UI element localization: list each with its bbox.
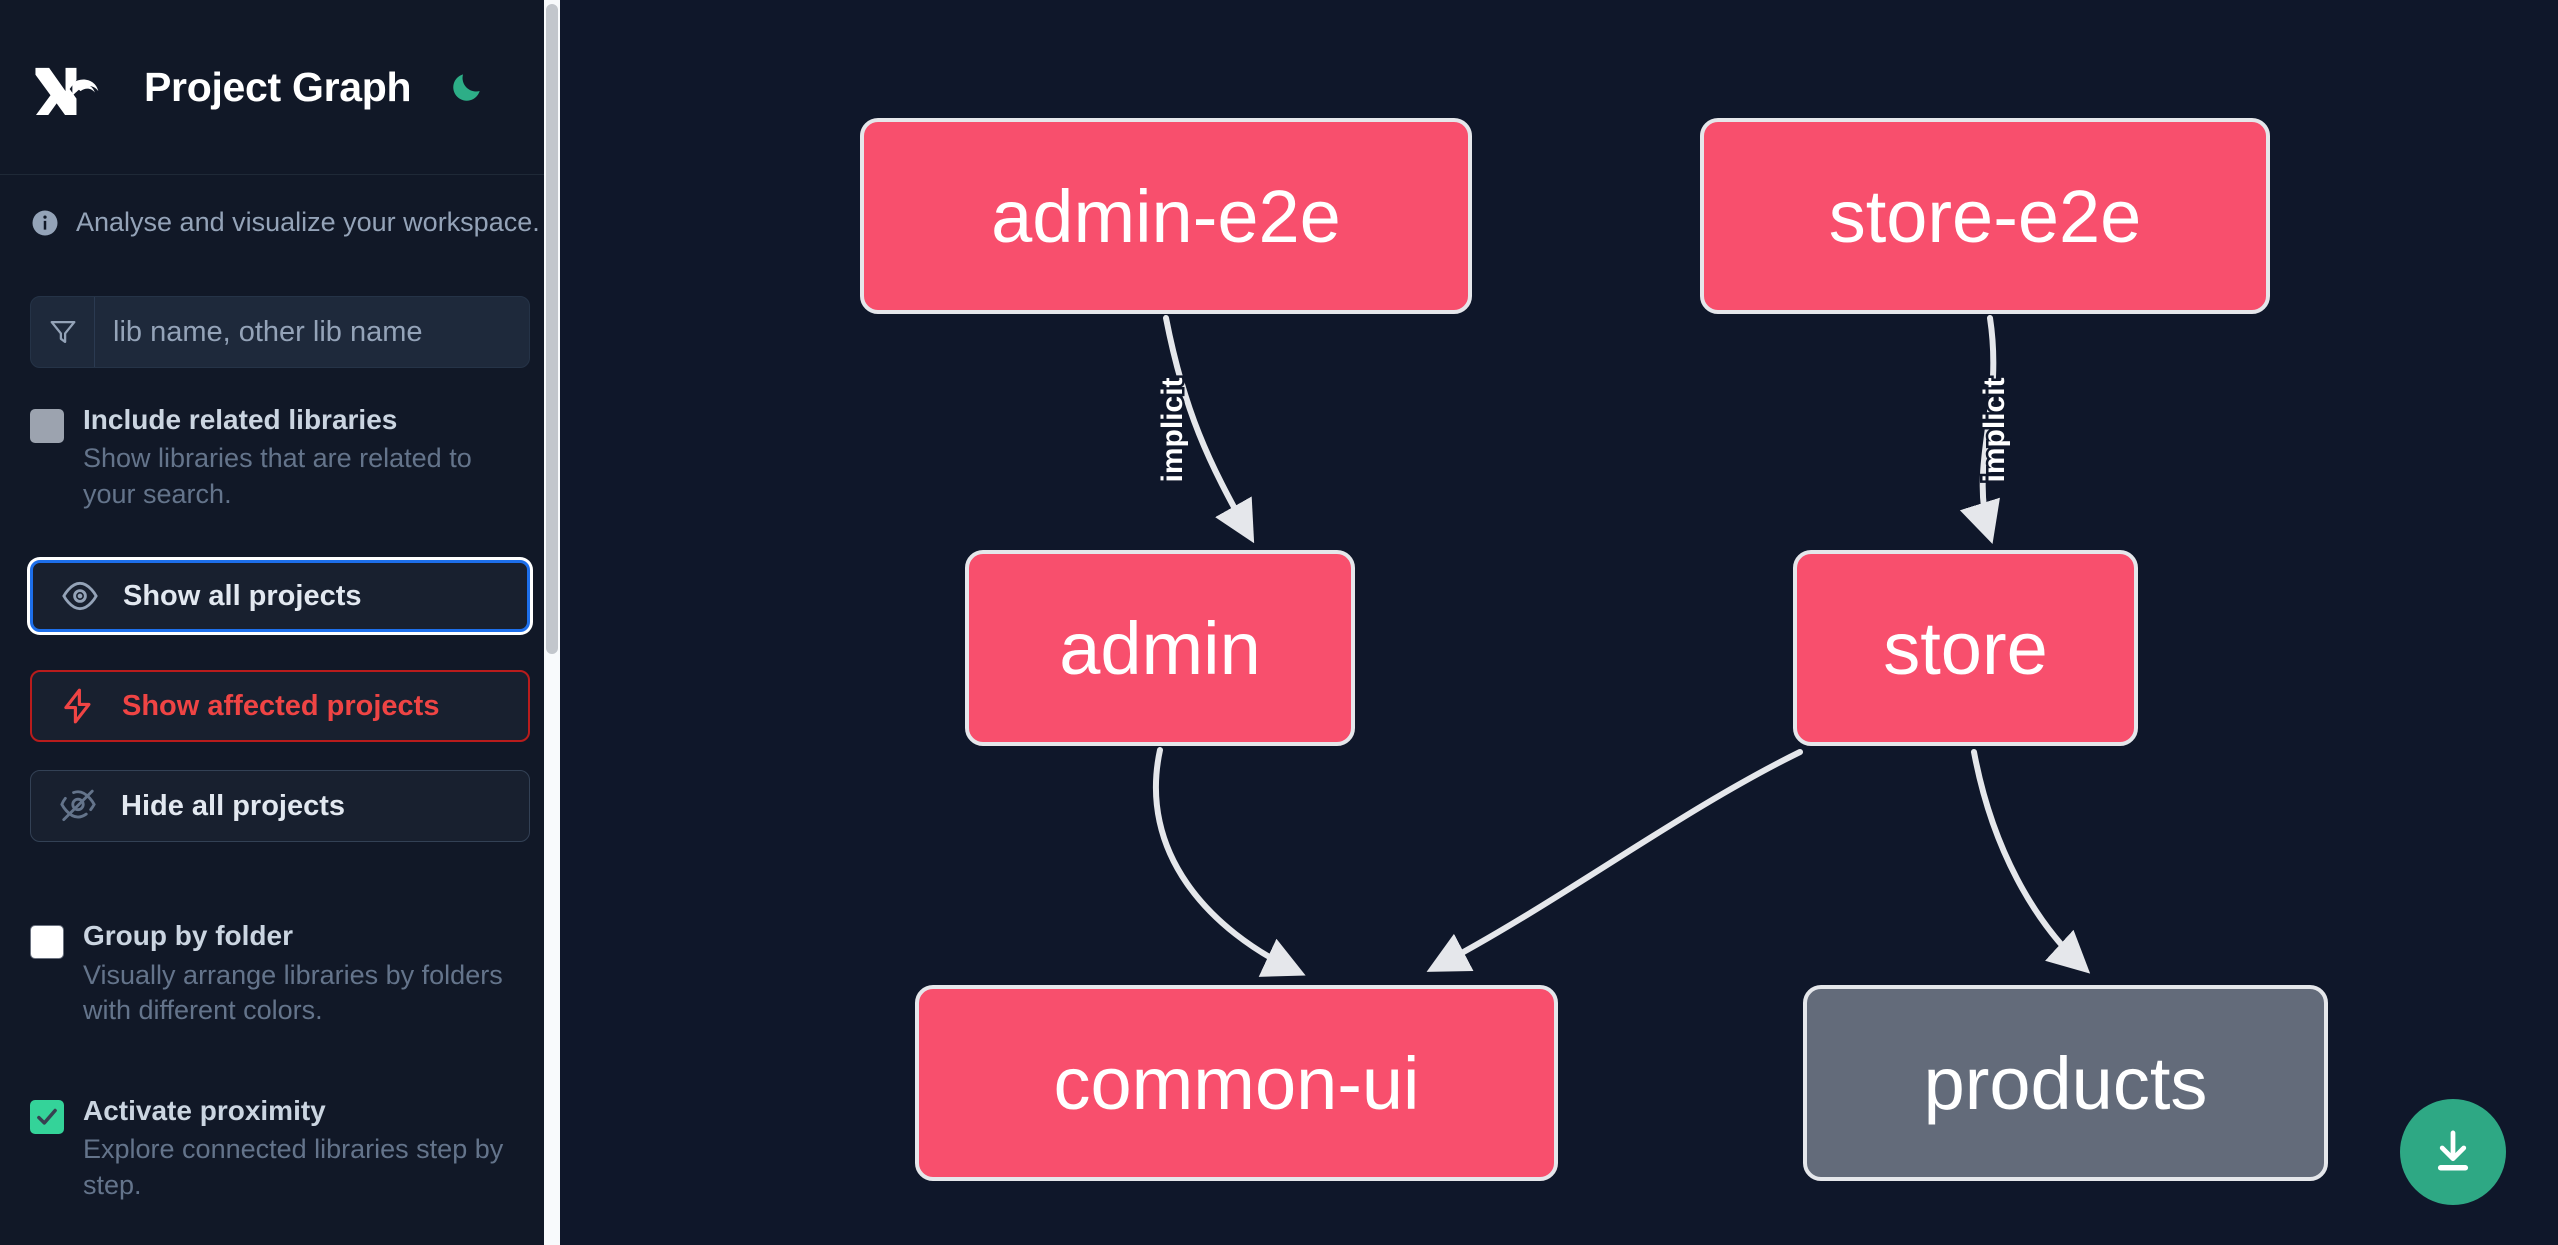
- download-icon: [2437, 1130, 2469, 1171]
- node-label: admin: [1059, 606, 1261, 690]
- option-body: Include related libraries Show libraries…: [83, 404, 530, 512]
- edge-label-implicit-store: implicit: [1978, 377, 2011, 482]
- option-body: Activate proximity Explore connected lib…: [83, 1095, 530, 1203]
- show-all-projects-label: Show all projects: [123, 579, 362, 612]
- activate-proximity-checkbox[interactable]: [30, 1099, 64, 1134]
- eye-off-glyph: [60, 790, 96, 822]
- option-description: Visually arrange libraries by folders wi…: [83, 959, 503, 1026]
- node-label: common-ui: [1053, 1041, 1420, 1125]
- hide-all-projects-button[interactable]: Hide all projects: [30, 770, 530, 843]
- edge-store-e2e-store: [1959, 315, 2000, 545]
- sidebar: Project Graph Analyse and visualize your…: [0, 0, 560, 1245]
- hide-all-projects-label: Hide all projects: [121, 789, 346, 822]
- edge-store-products: [1971, 749, 2091, 974]
- show-affected-projects-label: Show affected projects: [122, 689, 440, 722]
- group-by-folder-checkbox[interactable]: [30, 925, 64, 960]
- show-all-projects-button[interactable]: Show all projects: [30, 560, 530, 633]
- graph-node-admin-e2e[interactable]: admin-e2e: [860, 118, 1472, 314]
- info-icon: [32, 210, 58, 235]
- option-title: Group by folder: [83, 920, 293, 952]
- nx-logo: [35, 67, 99, 115]
- graph-node-store-e2e[interactable]: store-e2e: [1700, 118, 2270, 314]
- edge-store-common-ui: [1426, 749, 1803, 972]
- option-description: Show libraries that are related to your …: [83, 443, 472, 509]
- node-label: store-e2e: [1828, 174, 2142, 258]
- moon-icon[interactable]: [445, 65, 489, 109]
- node-label: store: [1883, 606, 2048, 690]
- graph-node-admin[interactable]: admin: [965, 550, 1355, 746]
- eye-icon: [61, 577, 99, 615]
- option-title: Include related libraries: [83, 404, 398, 435]
- edge-admin-e2e-admin: [1163, 315, 1255, 544]
- graph-node-products[interactable]: products: [1803, 985, 2328, 1181]
- info-text: Analyse and visualize your workspace.: [76, 207, 540, 237]
- funnel-glyph: [50, 320, 75, 344]
- option-activate-proximity[interactable]: Activate proximity Explore connected lib…: [0, 1059, 560, 1203]
- page-title: Project Graph: [144, 63, 412, 110]
- sidebar-header: Project Graph: [0, 0, 560, 175]
- show-affected-projects-button[interactable]: Show affected projects: [30, 670, 530, 743]
- graph-node-store[interactable]: store: [1793, 550, 2138, 746]
- option-body: Group by folder Visually arrange librari…: [83, 920, 530, 1028]
- info-banner: Analyse and visualize your workspace.: [0, 175, 560, 238]
- graph-node-common-ui[interactable]: common-ui: [915, 985, 1558, 1181]
- check-icon: [37, 1108, 57, 1125]
- option-description: Explore connected libraries step by step…: [83, 1134, 504, 1200]
- moon-glyph: [453, 74, 480, 101]
- graph-canvas[interactable]: implicit implicit admin-e2e store-e2e ad…: [560, 0, 2558, 1245]
- node-label: products: [1923, 1041, 2208, 1125]
- search-box[interactable]: [30, 296, 530, 368]
- option-title: Activate proximity: [83, 1094, 326, 1126]
- bolt-glyph: [64, 689, 91, 724]
- eye-off-icon: [59, 787, 97, 825]
- node-label: admin-e2e: [991, 174, 1341, 258]
- lightning-bolt-icon: [60, 687, 98, 725]
- edge-label-implicit-admin: implicit: [1156, 377, 1189, 482]
- graph-edges: implicit implicit: [1152, 315, 2091, 977]
- option-include-related-libraries[interactable]: Include related libraries Show libraries…: [0, 368, 560, 512]
- sidebar-scrollbar[interactable]: [544, 0, 560, 1245]
- search-input[interactable]: [95, 297, 529, 367]
- filter-icon: [31, 297, 95, 367]
- edge-admin-common-ui: [1152, 747, 1306, 977]
- include-related-libraries-checkbox[interactable]: [30, 409, 64, 443]
- download-graph-button[interactable]: [2400, 1099, 2506, 1205]
- option-group-by-folder[interactable]: Group by folder Visually arrange librari…: [0, 884, 560, 1028]
- eye-glyph: [62, 582, 98, 611]
- sidebar-scrollbar-thumb[interactable]: [546, 4, 558, 654]
